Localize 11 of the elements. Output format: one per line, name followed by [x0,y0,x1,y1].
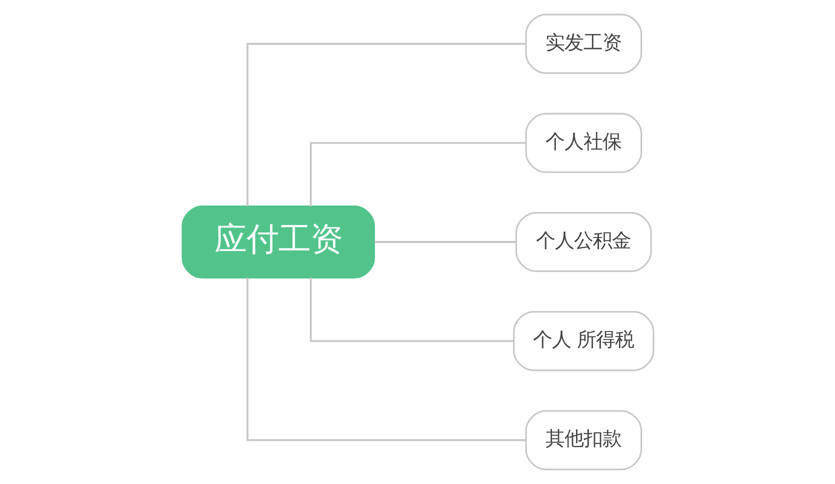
connector [309,278,513,342]
connector [246,42,526,206]
connector [374,241,516,243]
connector [246,278,526,442]
connector [309,142,526,206]
node-box: 应付工资 [181,205,374,279]
node-box: 其他扣款 [524,410,642,470]
node-box: 个人 所得税 [512,311,654,372]
node-box: 实发工资 [524,14,642,74]
node-box: 个人公积金 [514,212,652,272]
node-box: 个人社保 [524,112,642,173]
